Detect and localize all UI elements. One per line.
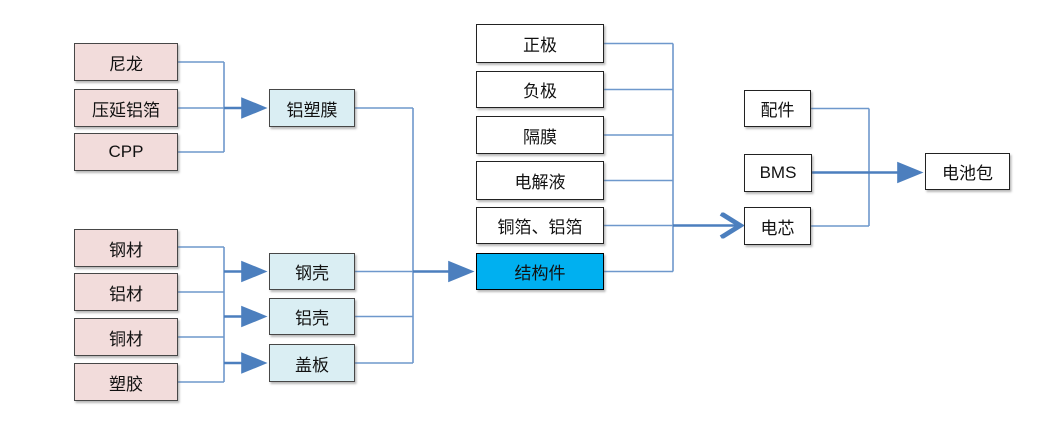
node-steel-shell: 钢壳 [269,253,355,290]
node-separator: 隔膜 [476,116,604,154]
node-bms: BMS [744,154,812,192]
node-cathode: 正极 [476,24,604,63]
node-electrolyte: 电解液 [476,161,604,200]
node-cpp: CPP [74,133,178,171]
bus-pack-inputs [811,107,870,227]
node-cover-plate: 盖板 [269,344,355,382]
bus-structural-inputs [355,107,414,364]
node-accessories: 配件 [744,90,811,127]
arrows-to-shells [224,260,268,374]
node-battery-pack: 电池包 [925,153,1010,190]
node-nylon: 尼龙 [74,43,178,81]
node-cell: 电芯 [744,207,811,245]
node-steel-material: 钢材 [74,229,178,267]
bus-cell-inputs [604,42,674,273]
node-plastic-material: 塑胶 [74,363,178,401]
bus-film-inputs [178,61,225,153]
node-copper-aluminum-foil: 铜箔、铝箔 [476,207,604,244]
node-aluminum-material: 铝材 [74,273,178,311]
node-rolled-aluminum-foil: 压延铝箔 [74,89,178,127]
node-structural-parts: 结构件 [476,253,604,290]
node-anode: 负极 [476,71,604,108]
node-aluminum-shell: 铝壳 [269,298,355,335]
bus-shell-inputs [178,246,225,383]
node-aluminum-plastic-film: 铝塑膜 [269,89,355,127]
node-copper-material: 铜材 [74,318,178,356]
